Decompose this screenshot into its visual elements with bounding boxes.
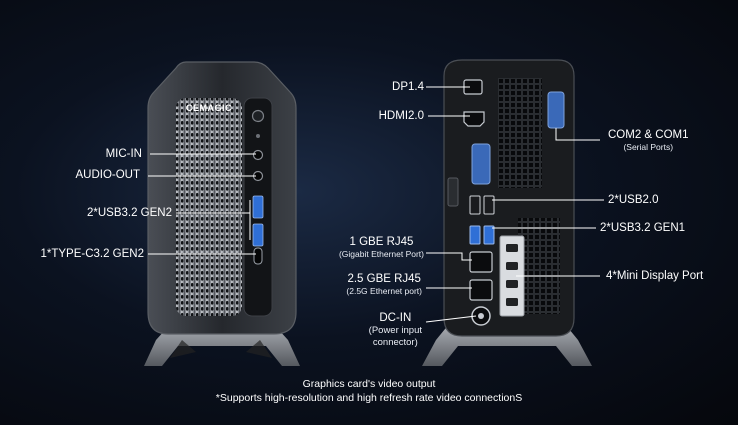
- label-mic-in: MIC-IN: [105, 148, 142, 160]
- power-button-icon: [251, 109, 265, 123]
- label-usb32-gen2: 2*USB3.2 GEN2: [86, 207, 172, 219]
- label-audio-out: AUDIO-OUT: [75, 169, 140, 181]
- usb32-gen1-port-icon: [483, 225, 495, 245]
- front-unit: [144, 61, 300, 366]
- rear-grille-top: [498, 78, 542, 188]
- label-rj45-25g-group: 2.5 GBE RJ45 (2.5G Ethernet port): [346, 273, 422, 296]
- label-rj45-1g-sub: (Gigabit Ethernet Port): [338, 249, 424, 259]
- label-dc-in: DC-IN: [379, 312, 412, 324]
- usb32-gen1-port-icon: [469, 225, 481, 245]
- mic-jack-icon: [252, 149, 264, 161]
- label-mini-dp: 4*Mini Display Port: [606, 270, 704, 282]
- type-c-port-icon: [253, 247, 263, 265]
- footer-line-1: Graphics card's video output: [302, 378, 436, 390]
- label-com-group: COM2 & COM1 (Serial Ports): [608, 129, 689, 152]
- label-com: COM2 & COM1: [608, 129, 689, 141]
- rear-grille-bottom: [518, 218, 560, 314]
- label-rj45-25g: 2.5 GBE RJ45: [347, 273, 421, 285]
- brand-logo-text: CEMAGIC: [186, 103, 232, 113]
- mini-dp-port-icon: [506, 298, 518, 306]
- label-type-c: 1*TYPE-C3.2 GEN2: [40, 248, 144, 260]
- label-com-sub: (Serial Ports): [623, 142, 674, 152]
- label-dc-in-sub1: (Power input: [368, 325, 422, 336]
- label-dc-in-group: DC-IN (Power input connector): [369, 312, 422, 349]
- footer-line-2: *Supports high-resolution and high refre…: [215, 392, 523, 404]
- label-rj45-1g: 1 GBE RJ45: [349, 236, 414, 248]
- label-rj45-1g-group: 1 GBE RJ45 (Gigabit Ethernet Port): [339, 236, 424, 259]
- front-mesh: [176, 98, 242, 316]
- front-usb-port-icon: [252, 223, 264, 247]
- mini-dp-port-icon: [506, 280, 518, 288]
- mini-dp-port-icon: [506, 244, 518, 252]
- usb20-port-icon: [483, 195, 495, 215]
- label-dp: DP1.4: [392, 81, 424, 93]
- hdmi-port-icon: [463, 111, 485, 127]
- label-usb32-gen1: 2*USB3.2 GEN1: [600, 222, 686, 234]
- rear-unit: [422, 59, 592, 366]
- label-rj45-25g-sub: (2.5G Ethernet port): [346, 286, 422, 296]
- rj45-1g-port-icon: [469, 251, 493, 273]
- mini-dp-port-icon: [506, 262, 518, 270]
- rj45-25g-port-icon: [469, 279, 493, 301]
- usb20-port-icon: [469, 195, 481, 215]
- label-hdmi: HDMI2.0: [378, 110, 424, 122]
- com1-port-icon: [471, 143, 491, 185]
- front-usb-port-icon: [252, 195, 264, 219]
- com2-port-icon: [547, 91, 565, 129]
- led-icon: [256, 134, 260, 138]
- label-dc-in-sub2: connector): [372, 337, 418, 348]
- label-usb20: 2*USB2.0: [608, 194, 659, 206]
- leader-lines: [148, 86, 604, 323]
